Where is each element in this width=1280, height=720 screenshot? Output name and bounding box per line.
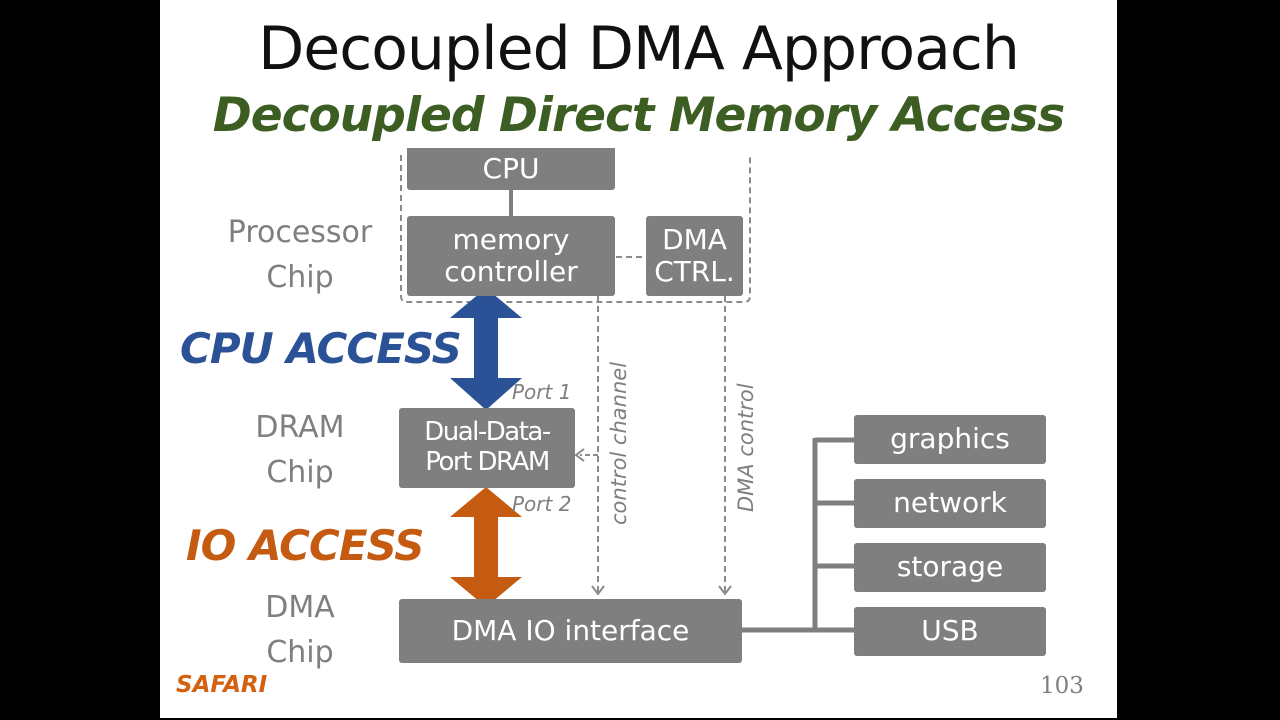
dma-io-interface-label: DMA IO interface <box>451 613 690 647</box>
processor-chip-boundary <box>400 155 751 303</box>
control-channel-arrowhead <box>591 585 605 596</box>
cpu-access-label: CPU ACCESS <box>180 324 462 373</box>
processor-chip-label-line2: Chip <box>266 260 334 295</box>
memory-controller-label-line1: memory <box>452 222 570 256</box>
dual-data-port-dram-box: Dual-Data- Port DRAM <box>399 408 575 488</box>
control-channel-label: control channel <box>607 361 631 525</box>
diagram-connectors <box>400 155 854 633</box>
dma-chip-label-line2: Chip <box>266 635 334 670</box>
port2-label: Port 2 <box>512 492 572 516</box>
page-number: 103 <box>1040 673 1084 699</box>
device-graphics-label: graphics <box>890 422 1010 456</box>
dram-label-line2: Port DRAM <box>425 447 550 477</box>
slide: Decoupled DMA Approach Decoupled Direct … <box>160 0 1117 718</box>
io-access-arrow <box>450 487 522 607</box>
cpu-box: CPU <box>407 148 615 190</box>
slide-subtitle: Decoupled Direct Memory Access <box>212 88 1066 143</box>
safari-logo: SAFARI <box>176 672 268 698</box>
port1-label: Port 1 <box>512 380 572 404</box>
device-graphics-box: graphics <box>854 415 1046 464</box>
io-access-label: IO ACCESS <box>186 521 425 570</box>
dram-chip-label: DRAM Chip <box>220 405 380 495</box>
cpu-access-arrow <box>450 288 522 410</box>
cpu-box-label: CPU <box>482 151 540 185</box>
memory-controller-box: memory controller <box>407 216 615 296</box>
control-to-dram-arrowhead <box>574 448 585 462</box>
memory-controller-label-line2: controller <box>444 255 578 288</box>
dram-label-line1: Dual-Data- <box>424 417 551 448</box>
dram-chip-label-line1: DRAM <box>255 410 345 445</box>
device-usb-label: USB <box>921 614 979 648</box>
slide-title: Decoupled DMA Approach <box>258 14 1020 84</box>
device-storage-box: storage <box>854 543 1046 592</box>
processor-chip-label: Processor Chip <box>220 210 380 300</box>
dma-control-arrowhead <box>718 585 732 596</box>
dma-ctrl-box: DMA CTRL. <box>646 216 743 296</box>
processor-chip-label-line1: Processor <box>227 215 373 250</box>
dma-io-interface-box: DMA IO interface <box>399 599 742 663</box>
dma-ctrl-label-line1: DMA <box>662 222 727 256</box>
dma-control-label: DMA control <box>734 383 758 512</box>
dma-chip-label-line1: DMA <box>265 590 335 625</box>
device-network-label: network <box>893 486 1007 520</box>
dma-chip-label: DMA Chip <box>220 585 380 675</box>
device-network-box: network <box>854 479 1046 528</box>
device-storage-label: storage <box>896 550 1004 584</box>
dram-chip-label-line2: Chip <box>266 455 334 490</box>
dma-ctrl-label-line2: CTRL. <box>654 255 735 288</box>
device-usb-box: USB <box>854 607 1046 656</box>
